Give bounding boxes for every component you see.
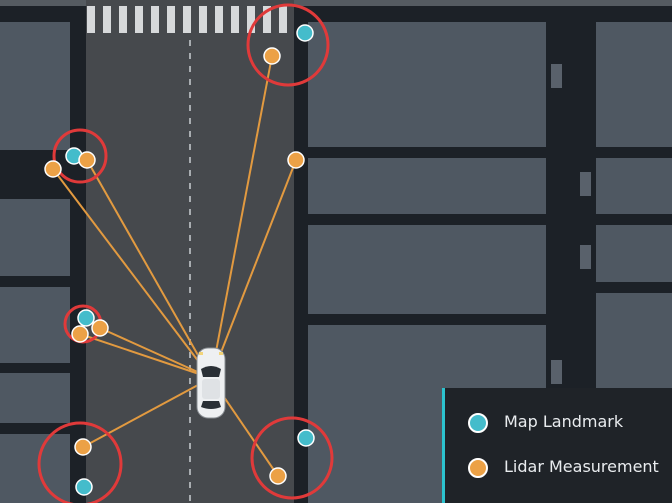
- ray: [210, 159, 297, 379]
- association-ring: [250, 416, 334, 500]
- lidar-measurement-swatch: [468, 458, 488, 478]
- lidar-rays: [52, 55, 297, 477]
- map-landmark-swatch: [468, 413, 488, 433]
- ray: [82, 377, 212, 448]
- lidar-measurement: [74, 438, 92, 456]
- lidar-measurement: [91, 319, 109, 337]
- lidar-measurement: [71, 325, 89, 343]
- ray: [86, 159, 212, 379]
- ray: [99, 327, 212, 379]
- building: [596, 158, 672, 214]
- building: [0, 287, 70, 363]
- building: [0, 199, 70, 276]
- building: [308, 158, 546, 214]
- lidar-measurement: [263, 47, 281, 65]
- ray: [52, 168, 212, 379]
- map-landmark: [297, 429, 315, 447]
- lidar-measurement: [44, 160, 62, 178]
- map-landmark: [77, 309, 95, 327]
- association-rings: [37, 3, 334, 503]
- lidar-measurement: [287, 151, 305, 169]
- map-landmark: [75, 478, 93, 496]
- building: [308, 22, 546, 147]
- top-edge: [0, 0, 672, 6]
- lidar-measurement: [269, 467, 287, 485]
- right-building-block: [308, 22, 672, 503]
- map-landmarks: [65, 24, 315, 496]
- crosswalk: [87, 6, 287, 33]
- association-ring: [52, 128, 108, 184]
- car-top-view-icon: [196, 347, 226, 419]
- legend: Map Landmark Lidar Measurement: [442, 388, 672, 503]
- lidar-measurements: [44, 47, 305, 485]
- legend-item-lidar-measurement: Lidar Measurement: [445, 448, 672, 488]
- building: [0, 373, 70, 423]
- building: [0, 434, 70, 503]
- legend-label-map-landmark: Map Landmark: [504, 412, 624, 431]
- map-landmark: [296, 24, 314, 42]
- association-ring: [246, 3, 330, 87]
- lidar-measurement: [78, 151, 96, 169]
- building: [308, 225, 546, 314]
- legend-item-map-landmark: Map Landmark: [445, 403, 672, 443]
- building: [596, 22, 672, 147]
- ray: [79, 333, 212, 379]
- building: [596, 225, 672, 282]
- left-building-block: [0, 22, 70, 503]
- ray: [210, 55, 273, 379]
- parked-cars: [551, 64, 591, 384]
- building: [0, 22, 70, 150]
- legend-label-lidar-measurement: Lidar Measurement: [504, 457, 659, 476]
- association-ring: [37, 421, 123, 503]
